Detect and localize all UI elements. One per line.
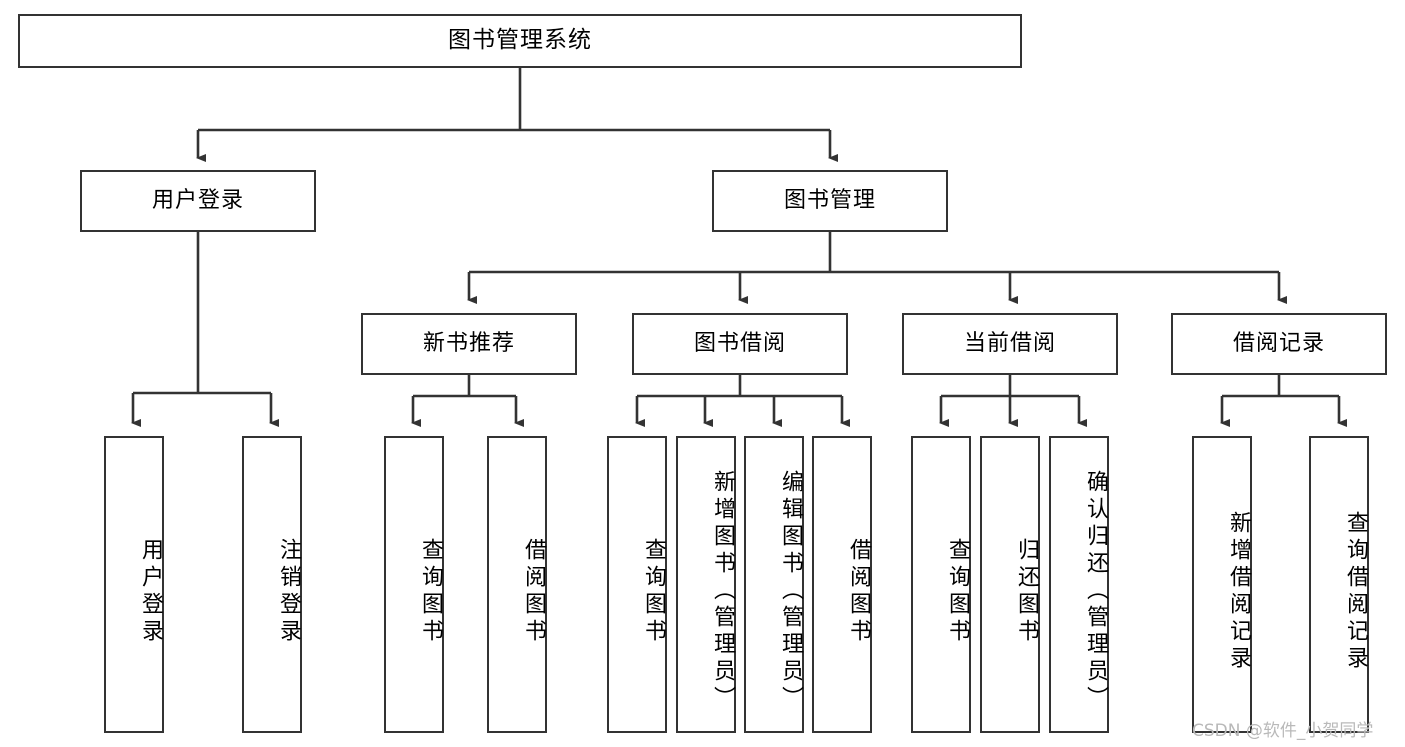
node-label: 用户登录 (138, 537, 163, 646)
node-book-management[interactable]: 图书管理 (712, 170, 948, 232)
node-label: 确认归还（管理员） (1083, 470, 1108, 713)
node-label: 查询图书 (418, 537, 443, 646)
node-borrow-record[interactable]: 借阅记录 (1171, 313, 1387, 375)
leaf-current-query-book[interactable]: 查询图书 (911, 436, 971, 733)
leaf-recommend-borrow-book[interactable]: 借阅图书 (487, 436, 547, 733)
node-book-borrow[interactable]: 图书借阅 (632, 313, 848, 375)
node-new-book-recommend[interactable]: 新书推荐 (361, 313, 577, 375)
leaf-user-login-logout[interactable]: 注销登录 (242, 436, 302, 733)
node-label: 当前借阅 (963, 330, 1056, 356)
leaf-current-confirm-return-admin[interactable]: 确认归还（管理员） (1049, 436, 1109, 733)
leaf-user-login-login[interactable]: 用户登录 (104, 436, 164, 733)
leaf-borrow-borrow-book[interactable]: 借阅图书 (812, 436, 872, 733)
node-root-system[interactable]: 图书管理系统 (18, 14, 1022, 68)
node-label: 查询图书 (641, 537, 666, 646)
node-label: 图书管理系统 (448, 27, 592, 54)
leaf-current-return-book[interactable]: 归还图书 (980, 436, 1040, 733)
node-label: 查询借阅记录 (1343, 510, 1368, 673)
leaf-record-query-record[interactable]: 查询借阅记录 (1309, 436, 1369, 733)
node-label: 新增借阅记录 (1226, 510, 1251, 673)
leaf-recommend-query-book[interactable]: 查询图书 (384, 436, 444, 733)
node-label: 借阅图书 (846, 537, 871, 646)
node-label: 图书借阅 (693, 330, 786, 356)
node-label: 借阅图书 (521, 537, 546, 646)
leaf-borrow-add-book-admin[interactable]: 新增图书（管理员） (676, 436, 736, 733)
node-label: 新书推荐 (422, 330, 515, 356)
leaf-borrow-edit-book-admin[interactable]: 编辑图书（管理员） (744, 436, 804, 733)
node-label: 图书管理 (783, 187, 876, 213)
node-label: 归还图书 (1014, 537, 1039, 646)
node-label: 新增图书（管理员） (710, 470, 735, 713)
node-label: 借阅记录 (1232, 330, 1325, 356)
node-label: 用户登录 (151, 187, 244, 213)
node-label: 编辑图书（管理员） (778, 470, 803, 713)
csdn-watermark: CSDN @软件_小贺同学 (1192, 721, 1374, 741)
node-label: 查询图书 (945, 537, 970, 646)
node-label: 注销登录 (276, 537, 301, 646)
node-current-borrow[interactable]: 当前借阅 (902, 313, 1118, 375)
leaf-borrow-query-book[interactable]: 查询图书 (607, 436, 667, 733)
leaf-record-add-record[interactable]: 新增借阅记录 (1192, 436, 1252, 733)
node-user-login[interactable]: 用户登录 (80, 170, 316, 232)
